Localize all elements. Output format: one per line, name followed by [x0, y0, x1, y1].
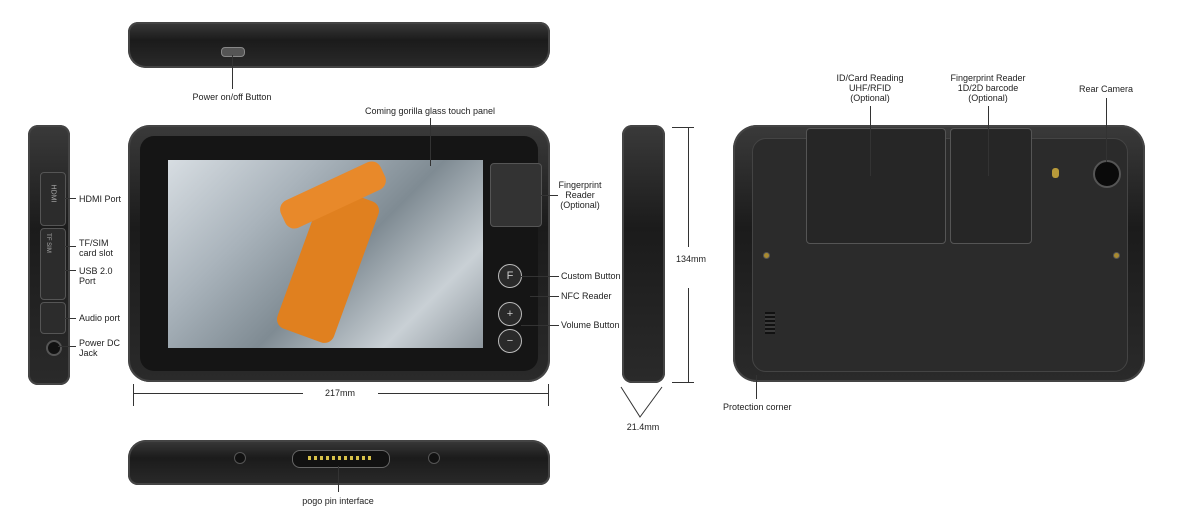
- thickness-indicator: [620, 386, 663, 418]
- volume-down-button: −: [498, 329, 522, 353]
- height-dimension: 134mm: [676, 254, 707, 264]
- audio-port: [40, 302, 66, 334]
- tablet-top-view: [128, 22, 550, 68]
- tablet-right-side-view: [622, 125, 665, 383]
- dc-jack: [46, 340, 62, 356]
- volume-up-button: +: [498, 302, 522, 326]
- glass-label: Coming gorilla glass touch panel: [364, 106, 496, 116]
- tf-mark: TF SIM: [44, 233, 51, 253]
- custom-button: F: [498, 264, 522, 288]
- power-button: [221, 47, 245, 57]
- protection-corner-label: Protection corner: [723, 402, 792, 412]
- touch-screen: [168, 160, 483, 348]
- width-dimension: 217mm: [324, 388, 356, 398]
- fingerprint-barcode-module: [950, 128, 1032, 244]
- rear-camera: [1093, 160, 1121, 188]
- fingerprint-reader-front: [490, 163, 542, 227]
- nfc-label: NFC Reader: [561, 291, 612, 301]
- tf-usb-ports: [40, 228, 66, 300]
- hdmi-label: HDMI Port: [79, 194, 122, 204]
- hdmi-port: [40, 172, 66, 226]
- volume-label: Volume Button: [561, 320, 620, 330]
- hdmi-mark: HDMI: [49, 184, 57, 203]
- pogo-pin-label: pogo pin interface: [302, 496, 374, 506]
- custom-button-label: Custom Button: [561, 271, 621, 281]
- audio-label: Audio port: [79, 313, 121, 323]
- rear-camera-label: Rear Camera: [1078, 84, 1134, 94]
- id-card-module: [806, 128, 946, 244]
- flash: [1052, 168, 1059, 178]
- thickness-dimension: 21.4mm: [626, 422, 660, 432]
- power-button-label: Power on/off Button: [192, 92, 272, 102]
- speaker-grille: [765, 312, 775, 334]
